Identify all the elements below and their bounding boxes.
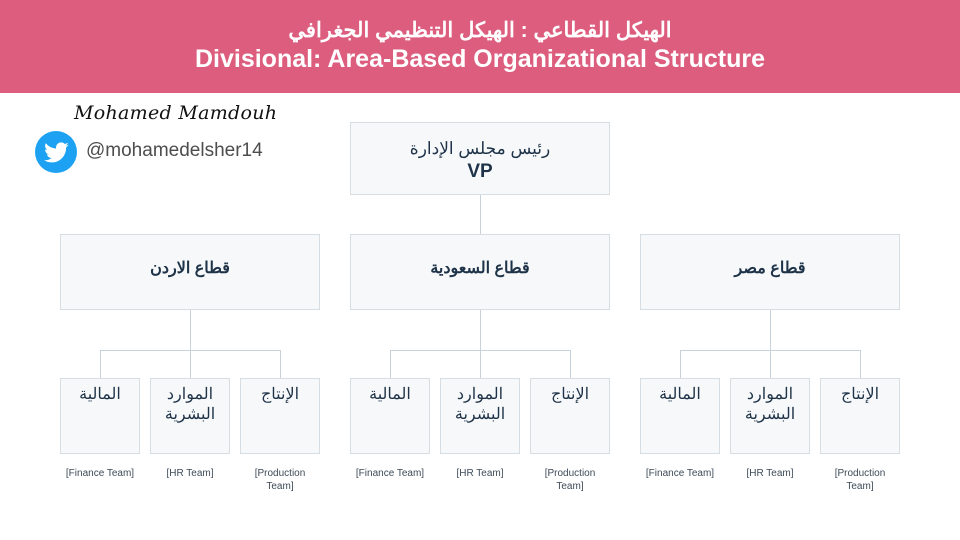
org-node-leaf-caption: [Production Team] [834, 468, 886, 492]
slide-header: الهيكل القطاعي : الهيكل التنظيمي الجغراف… [0, 0, 960, 93]
org-node-leaf-production-jordan[interactable]: الإنتاج [240, 378, 320, 454]
connector-division-1-stem [480, 310, 481, 350]
org-node-leaf-production-saudi[interactable]: الإنتاج [530, 378, 610, 454]
twitter-icon[interactable] [35, 131, 77, 173]
org-node-leaf-finance-egypt[interactable]: المالية [640, 378, 720, 454]
org-node-leaf-caption: [Production Team] [254, 468, 306, 492]
author-handle[interactable]: @mohamedelsher14 [86, 140, 263, 161]
connector-division-0-stem [190, 310, 191, 350]
page-title-arabic: الهيكل القطاعي : الهيكل التنظيمي الجغراف… [288, 19, 672, 43]
org-node-leaf-caption: [Finance Team] [645, 468, 715, 479]
org-node-leaf-label: الإنتاج [840, 386, 880, 403]
org-node-root-label-arabic: رئيس مجلس الإدارة [409, 139, 551, 158]
connector-division-2-stem [770, 310, 771, 350]
org-node-leaf-finance-saudi[interactable]: المالية [350, 378, 430, 454]
org-node-division-egypt-label: قطاع مصر [734, 260, 806, 277]
org-node-leaf-label: الموارد البشرية [744, 386, 796, 423]
org-node-leaf-caption: [Finance Team] [65, 468, 135, 479]
org-node-division-saudi[interactable]: قطاع السعودية [350, 234, 610, 310]
org-node-leaf-caption: [Production Team] [544, 468, 596, 492]
org-node-leaf-label: المالية [659, 386, 701, 403]
org-node-division-egypt[interactable]: قطاع مصر [640, 234, 900, 310]
connector-root-to-division [480, 195, 481, 234]
connector-division-0-drop-0 [100, 350, 101, 378]
org-node-leaf-caption: [HR Team] [746, 468, 794, 479]
connector-division-0-drop-1 [190, 350, 191, 378]
org-node-leaf-production-egypt[interactable]: الإنتاج [820, 378, 900, 454]
org-node-leaf-caption: [HR Team] [456, 468, 504, 479]
org-node-leaf-label: الموارد البشرية [454, 386, 506, 423]
org-node-leaf-label: الموارد البشرية [164, 386, 216, 423]
org-node-leaf-caption: [HR Team] [166, 468, 214, 479]
org-node-division-saudi-label: قطاع السعودية [430, 260, 530, 277]
org-node-leaf-hr-jordan[interactable]: الموارد البشرية [150, 378, 230, 454]
connector-division-1-drop-1 [480, 350, 481, 378]
connector-division-2-drop-2 [860, 350, 861, 378]
org-node-root[interactable]: رئيس مجلس الإدارة VP [350, 122, 610, 195]
page-title-english: Divisional: Area-Based Organizational St… [194, 45, 766, 74]
org-node-leaf-label: الإنتاج [260, 386, 300, 403]
author-signature: Mohamed Mamdouh @mohamedelsher14 [32, 100, 292, 178]
org-node-leaf-hr-egypt[interactable]: الموارد البشرية [730, 378, 810, 454]
org-node-division-jordan-label: قطاع الاردن [150, 260, 230, 277]
connector-division-1-drop-2 [570, 350, 571, 378]
org-node-root-label-english: VP [467, 160, 493, 182]
org-node-leaf-hr-saudi[interactable]: الموارد البشرية [440, 378, 520, 454]
author-name: Mohamed Mamdouh [74, 102, 278, 124]
org-node-leaf-finance-jordan[interactable]: المالية [60, 378, 140, 454]
org-node-leaf-caption: [Finance Team] [355, 468, 425, 479]
org-node-leaf-label: المالية [369, 386, 411, 403]
org-node-leaf-label: الإنتاج [550, 386, 590, 403]
org-node-leaf-label: المالية [79, 386, 121, 403]
connector-division-2-drop-0 [680, 350, 681, 378]
org-node-division-jordan[interactable]: قطاع الاردن [60, 234, 320, 310]
connector-division-0-drop-2 [280, 350, 281, 378]
connector-division-2-drop-1 [770, 350, 771, 378]
connector-division-1-drop-0 [390, 350, 391, 378]
